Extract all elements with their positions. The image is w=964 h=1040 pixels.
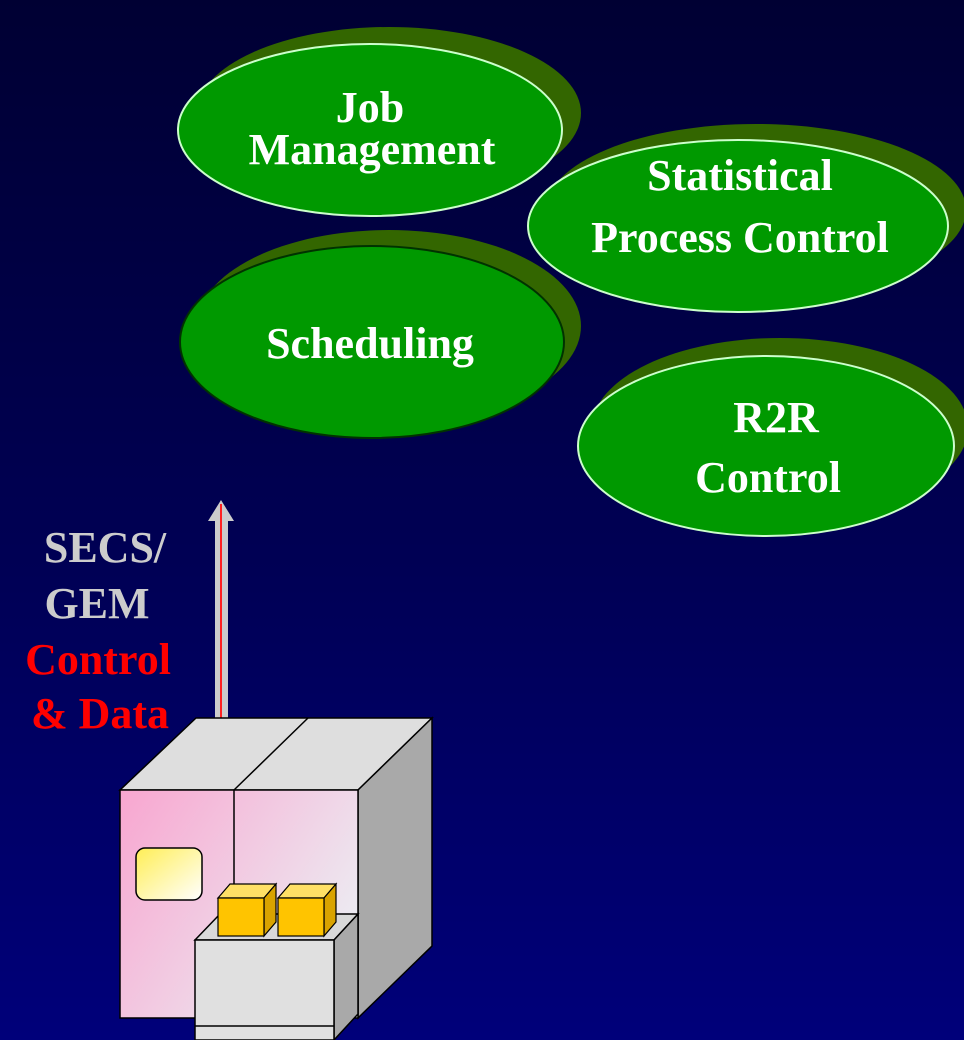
scheduling-label: Scheduling xyxy=(266,319,474,368)
spc-line2: Process Control xyxy=(591,213,889,262)
job-management-bubble: Job Management xyxy=(177,27,581,217)
secs-gem-label: SECS/ GEM Control & Data xyxy=(25,523,171,738)
r2r-line1: R2R xyxy=(733,393,820,442)
up-arrow-icon xyxy=(208,500,235,749)
spc-line1: Statistical xyxy=(647,151,833,200)
job-management-line2: Management xyxy=(249,125,496,174)
process-tool-icon xyxy=(118,716,434,1040)
r2r-line2: Control xyxy=(695,453,841,502)
tool-screen xyxy=(135,847,203,901)
data-text: & Data xyxy=(31,689,169,738)
r2r-bubble: R2R Control xyxy=(577,338,964,537)
wafer-carrier-2 xyxy=(276,882,338,938)
spc-bubble: Statistical Process Control xyxy=(527,124,964,313)
gem-text: GEM xyxy=(44,579,149,628)
secs-text: SECS/ xyxy=(44,523,167,572)
job-management-line1: Job xyxy=(336,83,404,132)
control-text: Control xyxy=(25,635,171,684)
wafer-carrier-1 xyxy=(216,882,278,938)
scheduling-bubble: Scheduling xyxy=(179,230,581,439)
